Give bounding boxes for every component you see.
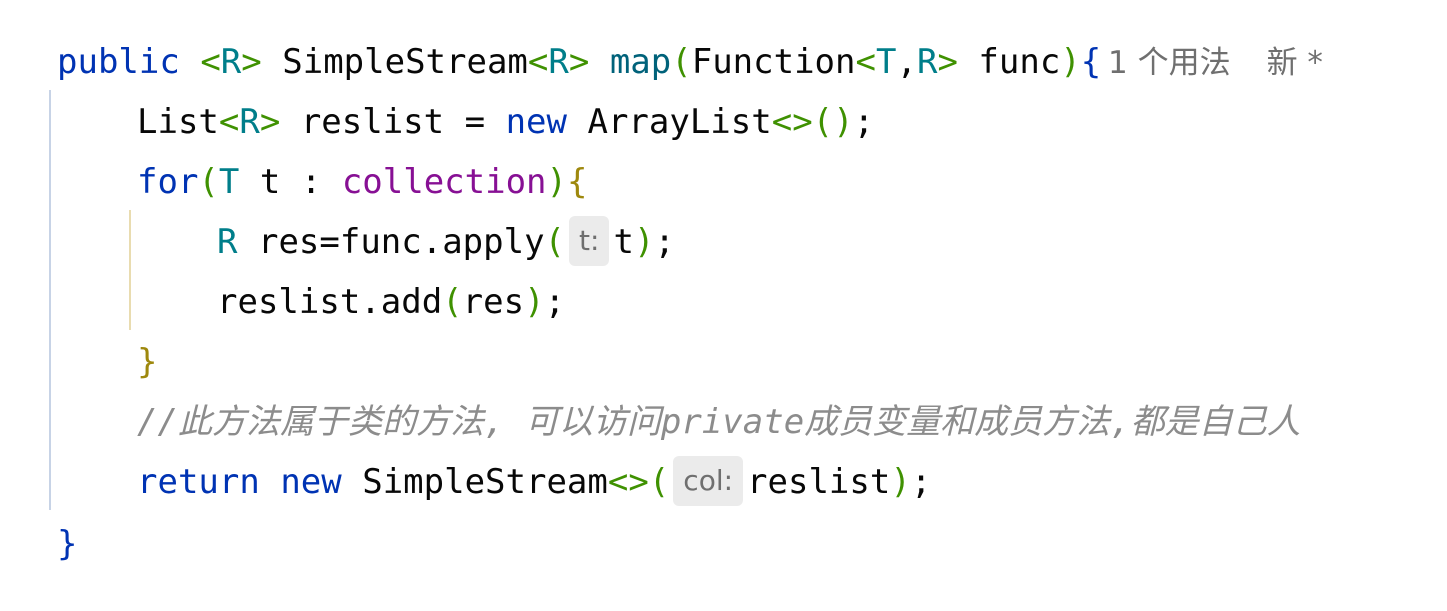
angle-bracket: > xyxy=(937,42,958,82)
paren: ) xyxy=(833,102,854,142)
type-param: T xyxy=(875,42,897,82)
type-param: R xyxy=(217,222,238,262)
loop-variable: t xyxy=(259,162,281,202)
code-line-add[interactable]: reslist.add(res); xyxy=(217,272,565,332)
code-line-for-loop[interactable]: for(T t : collection){ xyxy=(137,152,587,212)
type-param: R xyxy=(239,102,260,142)
paren: ) xyxy=(1060,42,1081,82)
variable-name: reslist xyxy=(300,102,445,142)
keyword-return: return xyxy=(137,462,260,502)
paren: ( xyxy=(812,102,834,142)
type-param: R xyxy=(916,42,938,82)
constructor-name: SimpleStream xyxy=(362,462,608,502)
code-line-comment[interactable]: //此方法属于类的方法, 可以访问private成员变量和成员方法,都是自己人 xyxy=(137,392,1301,452)
code-line-for-close[interactable]: } xyxy=(137,332,157,392)
parameter-hint: col: xyxy=(673,455,744,506)
code-vision-hints[interactable]: 1 个用法新 * xyxy=(1108,36,1323,90)
paren: ) xyxy=(633,222,655,262)
comma: , xyxy=(896,42,917,82)
expression: reslist.add xyxy=(217,282,443,322)
angle-bracket: > xyxy=(259,102,281,142)
operator: = xyxy=(464,102,486,142)
type-param: R xyxy=(548,42,569,82)
paren: ( xyxy=(648,462,670,502)
paren: ( xyxy=(671,42,692,82)
diamond: <> xyxy=(607,462,649,502)
keyword-public: public xyxy=(57,42,180,82)
keyword-new: new xyxy=(505,102,567,142)
class-name: SimpleStream xyxy=(282,42,528,82)
constructor-name: ArrayList xyxy=(587,102,772,142)
angle-bracket: < xyxy=(527,42,549,82)
paren: ) xyxy=(890,462,911,502)
argument: t xyxy=(613,222,634,262)
paren: ) xyxy=(546,162,567,202)
comment-text: //此方法属于类的方法, 可以访问private成员变量和成员方法,都是自己人 xyxy=(137,402,1301,442)
brace: } xyxy=(57,524,78,564)
type-param: R xyxy=(220,42,242,82)
author-hint[interactable]: 新 * xyxy=(1266,45,1323,81)
angle-bracket: < xyxy=(200,42,221,82)
code-line-return[interactable]: return new SimpleStream<>(col:reslist); xyxy=(137,452,931,512)
brace: } xyxy=(137,342,158,382)
keyword-for: for xyxy=(137,162,199,202)
field-name: collection xyxy=(341,162,547,202)
semicolon: ; xyxy=(853,102,875,142)
param-name: func xyxy=(978,42,1061,82)
paren: ( xyxy=(198,162,219,202)
parameter-hint: t: xyxy=(569,215,610,266)
colon: : xyxy=(300,162,322,202)
semicolon: ; xyxy=(544,282,566,322)
keyword-new: new xyxy=(280,462,342,502)
expression: res=func.apply xyxy=(257,222,545,262)
param-type: Function xyxy=(691,42,856,82)
type-param: T xyxy=(218,162,240,202)
semicolon: ; xyxy=(654,222,675,262)
angle-bracket: > xyxy=(241,42,262,82)
paren: ( xyxy=(544,222,566,262)
angle-bracket: < xyxy=(855,42,876,82)
angle-bracket: > xyxy=(568,42,590,82)
usages-hint[interactable]: 1 个用法 xyxy=(1108,45,1231,81)
code-line-method-close[interactable]: } xyxy=(57,514,77,574)
code-line-method-signature[interactable]: public <R> SimpleStream<R> map(Function<… xyxy=(57,32,1101,92)
indent-guide-for-loop xyxy=(129,210,131,330)
method-name: map xyxy=(609,42,672,82)
paren: ) xyxy=(524,282,545,322)
brace: { xyxy=(1080,42,1102,82)
indent-guide-method xyxy=(49,90,51,510)
semicolon: ; xyxy=(910,462,932,502)
paren: ( xyxy=(442,282,463,322)
code-line-list-declaration[interactable]: List<R> reslist = new ArrayList<>(); xyxy=(137,92,874,152)
code-line-apply[interactable]: R res=func.apply(t:t); xyxy=(217,212,675,272)
brace: { xyxy=(567,162,588,202)
type-name: List xyxy=(137,102,219,142)
diamond: <> xyxy=(771,102,813,142)
argument: res xyxy=(462,282,525,322)
argument: reslist xyxy=(747,462,891,502)
angle-bracket: < xyxy=(218,102,240,142)
